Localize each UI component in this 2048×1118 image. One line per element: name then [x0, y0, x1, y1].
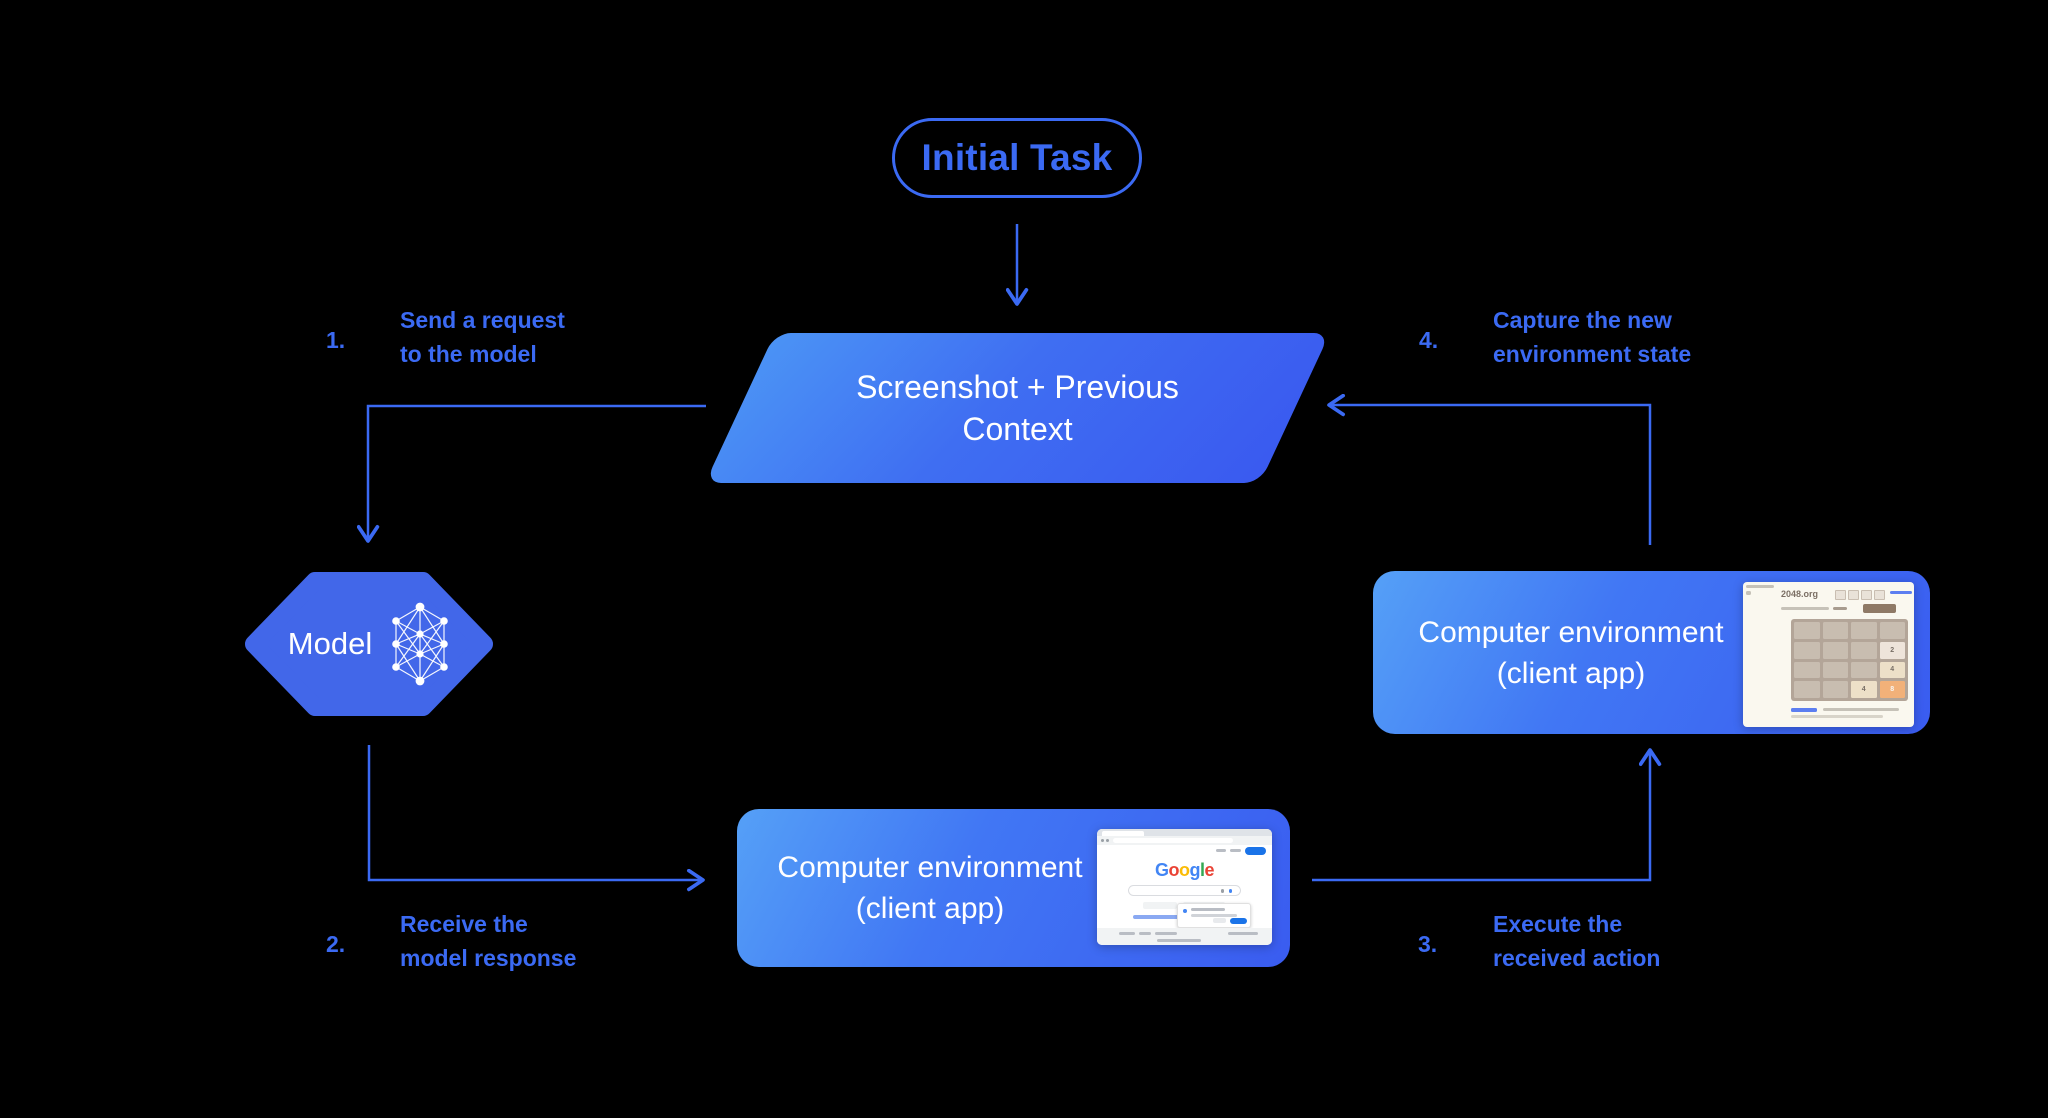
bottom-link-placeholder — [1791, 708, 1817, 712]
env-bottom-line2: (client app) — [855, 892, 1005, 925]
browser-screenshot-thumbnail: Google — [1097, 829, 1272, 945]
score-box — [1874, 590, 1885, 600]
env-right-line1: Computer environment — [1418, 615, 1724, 649]
initial-task-label: Initial Task — [921, 137, 1113, 178]
arrow-context-to-model — [356, 404, 706, 543]
step-4-number: 4. — [1419, 327, 1439, 353]
game-cell — [1794, 622, 1820, 639]
game-cell — [1822, 681, 1848, 698]
images-link-placeholder — [1230, 849, 1241, 852]
game-cell — [1822, 622, 1848, 639]
game-cell — [1851, 661, 1877, 679]
game-cell — [1794, 681, 1820, 698]
arrow-env-right-to-context — [1327, 393, 1652, 545]
neural-network-icon — [392, 602, 449, 686]
game-cell — [1794, 661, 1820, 679]
arrow-env-bottom-to-env-right — [1312, 748, 1662, 882]
google-logo: Google — [1154, 860, 1215, 880]
top-link-placeholder — [1890, 591, 1912, 594]
game-tile-2: 2 — [1879, 641, 1905, 659]
new-game-button — [1863, 604, 1896, 613]
computer-env-bottom-node: Computer environment (client app) Google — [737, 809, 1290, 967]
browser-footer — [1097, 928, 1272, 945]
game-cell — [1794, 641, 1820, 659]
screenshot-context-node: Screenshot + Previous Context — [705, 333, 1330, 483]
game-cell — [1851, 641, 1877, 659]
browser-dialog — [1177, 903, 1251, 928]
env-bottom-line1: Computer environment — [777, 851, 1083, 884]
model-node: Model — [240, 571, 498, 717]
arrow-model-to-env-bottom — [367, 745, 705, 892]
game-cell — [1822, 641, 1848, 659]
score-box — [1848, 590, 1859, 600]
dialog-primary-button — [1230, 917, 1247, 924]
browser-tab — [1102, 830, 1144, 836]
model-label: Model — [287, 626, 373, 661]
search-button-placeholder — [1143, 902, 1177, 909]
step-1-number: 1. — [326, 327, 346, 353]
hexagon-shape — [245, 572, 493, 716]
game-tile-4: 4 — [1879, 661, 1905, 679]
score-box — [1861, 590, 1872, 600]
sign-in-button — [1245, 847, 1266, 855]
window-title-placeholder — [1746, 585, 1774, 588]
screenshot-context-line2: Context — [962, 411, 1073, 447]
env-right-line2: (client app) — [1496, 656, 1646, 690]
score-box — [1835, 590, 1846, 600]
subtitle-placeholder — [1781, 607, 1829, 610]
screenshot-context-line1: Screenshot + Previous — [856, 369, 1179, 405]
computer-env-right-node: Computer environment (client app) 2048.o… — [1373, 571, 1930, 734]
step-2-number: 2. — [326, 931, 346, 957]
game-cell — [1851, 622, 1877, 639]
game-tile-8: 8 — [1879, 681, 1905, 698]
search-box — [1128, 885, 1241, 896]
gmail-link-placeholder — [1216, 849, 1226, 852]
game-cell — [1879, 622, 1905, 639]
game-title: 2048.org — [1781, 589, 1819, 599]
browser-tab-bar — [1097, 829, 1272, 836]
dialog-secondary-button — [1213, 918, 1226, 923]
initial-task-node: Initial Task — [892, 118, 1142, 198]
game-cell — [1822, 661, 1848, 679]
browser-address-bar — [1097, 836, 1272, 845]
game-tile-4: 4 — [1851, 681, 1877, 698]
step-3-number: 3. — [1418, 931, 1438, 957]
